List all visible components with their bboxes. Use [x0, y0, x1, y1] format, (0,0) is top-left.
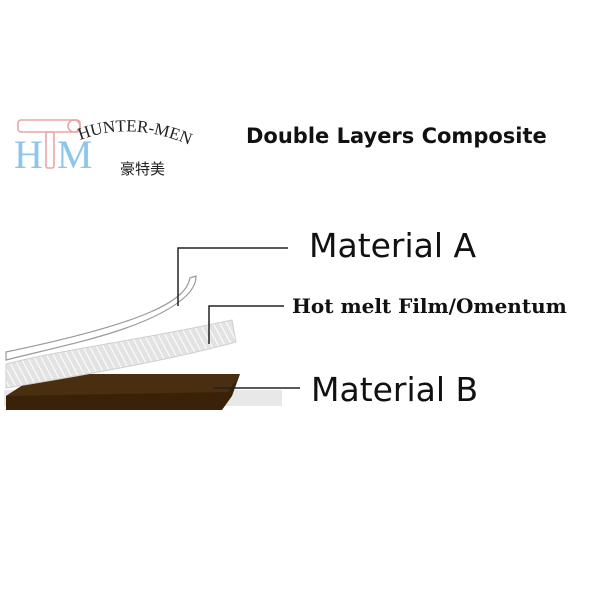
material-b-top-edge: [6, 374, 240, 396]
label-hot-melt-film: Hot melt Film/Omentum: [292, 294, 567, 318]
leader-line-hot-melt-film: [208, 305, 284, 344]
diagram-title: Double Layers Composite: [246, 124, 547, 148]
layer-illustration: [4, 247, 300, 410]
material-a-layer: [5, 275, 197, 361]
label-material-a: Material A: [309, 226, 477, 265]
logo-chinese: 豪特美: [120, 160, 165, 178]
hot-melt-film-layer: [5, 319, 237, 389]
leader-lines: [177, 247, 300, 389]
label-material-b: Material B: [311, 370, 479, 409]
leader-line-material-a: [177, 247, 288, 306]
logo-monogram: HM: [14, 132, 106, 177]
roll-icon: [17, 119, 81, 169]
hunter-men-logo: HM HUNTER-MEN 豪特美: [14, 116, 195, 178]
